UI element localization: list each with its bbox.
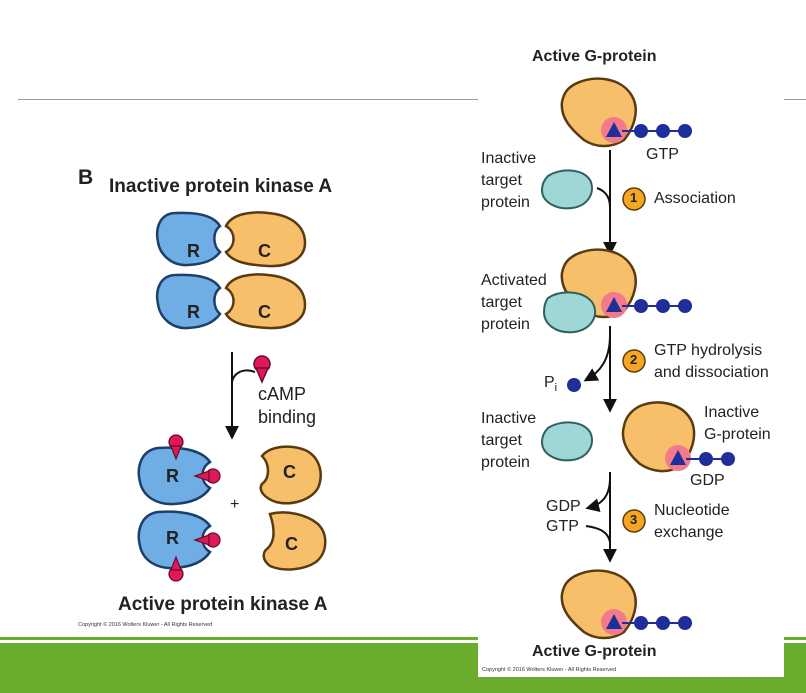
- slide-divider-line: [18, 99, 478, 100]
- catalytic-subunit-free-bottom: [262, 511, 327, 571]
- step-2-badge: [622, 349, 646, 373]
- step-3-label-line2: exchange: [654, 524, 724, 541]
- catalytic-subunit-bottom: [224, 273, 307, 330]
- activated-target-line1: Activated: [481, 272, 547, 289]
- binding-label: binding: [258, 407, 317, 427]
- c-label-3: C: [283, 462, 296, 482]
- gtp-bound-label: GTP: [546, 518, 579, 535]
- pka-copyright: Copyright © 2016 Wolters Kluwer - All Ri…: [78, 622, 213, 628]
- camp-bound-icon-2: [193, 468, 221, 484]
- gtp-chain-complex: [622, 299, 692, 313]
- g-protein-inactive: [621, 401, 696, 473]
- gtp-entry-arc: [585, 525, 611, 543]
- inactive-target-2-line2: target: [481, 432, 522, 449]
- phosphate-icon: [567, 378, 581, 392]
- active-pka-title: Active protein kinase A: [118, 594, 328, 615]
- camp-molecule-icon: [253, 355, 271, 384]
- step-2-number: 2: [630, 352, 638, 367]
- gdp-release-arrow: [585, 477, 611, 513]
- inactive-target-1-line1: Inactive: [481, 150, 537, 167]
- inactive-pka-title: Inactive protein kinase A: [109, 176, 333, 197]
- inactive-target-2-line3: protein: [481, 454, 530, 471]
- pi-label: Pi: [544, 374, 558, 394]
- activated-target-line3: protein: [481, 316, 530, 333]
- g-protein-active-bottom: [560, 569, 637, 640]
- association-arc: [596, 187, 611, 209]
- inactive-g-protein-line2: G-protein: [704, 426, 771, 443]
- gdp-chain: [686, 452, 735, 466]
- regulatory-subunit-bottom: [156, 273, 222, 330]
- r-label-1: R: [187, 241, 200, 261]
- slide-divider-line-right: [784, 99, 806, 100]
- c-label-4: C: [285, 534, 298, 554]
- gdp-label: GDP: [690, 472, 725, 489]
- gtp-chain-bottom: [622, 616, 692, 630]
- c-label-2: C: [258, 302, 271, 322]
- regulatory-subunit-top: [156, 211, 222, 267]
- step-2-label-line2: and dissociation: [654, 364, 769, 381]
- inactive-target-1-line2: target: [481, 172, 522, 189]
- inactive-target-2-line1: Inactive: [481, 410, 537, 427]
- step-2-label-line1: GTP hydrolysis: [654, 342, 763, 359]
- panel-letter: B: [78, 166, 94, 189]
- step-3-badge: [622, 509, 646, 533]
- inactive-g-protein-line1: Inactive: [704, 404, 760, 421]
- step-3-number: 3: [630, 512, 638, 527]
- catalytic-subunit-top: [224, 211, 307, 268]
- r-label-3: R: [166, 466, 179, 486]
- g-protein-active-top: [560, 77, 637, 148]
- camp-bound-icon-3: [193, 532, 221, 548]
- camp-bound-icon-4: [168, 555, 184, 582]
- g-protein-target-complex: [542, 248, 637, 334]
- camp-entry-arc: [231, 369, 256, 383]
- regulatory-subunit-active-bottom: [137, 510, 212, 570]
- camp-bound-icon-1: [168, 434, 184, 461]
- step-3-label-line1: Nucleotide: [654, 502, 730, 519]
- slide-footer-line: [0, 637, 806, 640]
- active-g-protein-title-top: Active G-protein: [532, 48, 657, 65]
- active-g-protein-title-bottom: Active G-protein: [532, 643, 657, 660]
- pi-release-arrow: [583, 334, 611, 382]
- r-label-4: R: [166, 528, 179, 548]
- gtp-chain-top: [622, 124, 692, 138]
- gdp-released-label: GDP: [546, 498, 581, 515]
- step-1-label: Association: [654, 190, 736, 207]
- catalytic-subunit-free-top: [259, 445, 322, 505]
- inactive-target-protein-1: [540, 169, 593, 210]
- activated-target-line2: target: [481, 294, 522, 311]
- plus-sign: +: [230, 496, 240, 513]
- step-1-badge: [622, 187, 646, 211]
- g-protein-copyright: Copyright © 2016 Wolters Kluwer - All Ri…: [482, 667, 617, 673]
- camp-label: cAMP: [258, 384, 307, 404]
- gtp-label: GTP: [646, 146, 679, 163]
- c-label-1: C: [258, 241, 271, 261]
- regulatory-subunit-active-top: [137, 446, 212, 506]
- inactive-target-protein-2: [540, 421, 593, 462]
- inactive-target-1-line3: protein: [481, 194, 530, 211]
- r-label-2: R: [187, 302, 200, 322]
- step-1-number: 1: [630, 190, 638, 205]
